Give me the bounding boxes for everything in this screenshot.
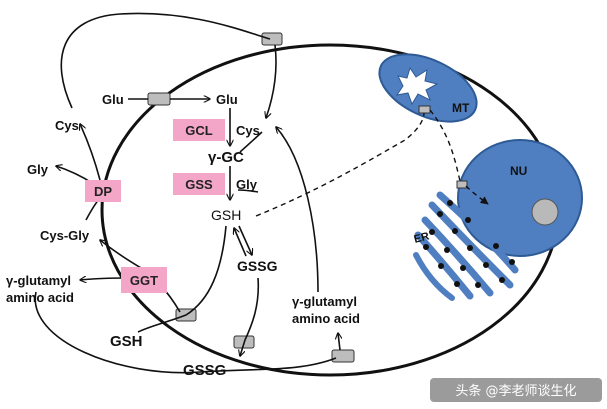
gamma-aa-inside-label-1: γ-glutamyl bbox=[292, 294, 357, 309]
transporter-mito bbox=[418, 105, 431, 114]
mitochondrion: MT bbox=[378, 53, 478, 123]
enzyme-ggt-label: GGT bbox=[130, 273, 158, 288]
mitochondrion-burst-icon bbox=[395, 66, 439, 106]
ribosome-dots bbox=[423, 200, 515, 288]
gamma-gc-label: γ-GC bbox=[208, 149, 244, 166]
enzyme-dp-label: DP bbox=[94, 184, 112, 199]
cys-outside-label: Cys bbox=[55, 118, 79, 133]
nucleus-label: NU bbox=[510, 164, 527, 178]
enzyme-dp-box: DP bbox=[85, 180, 121, 202]
gssg-inside-label: GSSG bbox=[237, 258, 278, 274]
glu-outside-label: Glu bbox=[102, 92, 124, 107]
enzyme-gcl-box: GCL bbox=[173, 119, 225, 141]
transporter-glu bbox=[147, 92, 171, 106]
enzyme-ggt-box: GGT bbox=[121, 267, 167, 293]
enzyme-gss-label: GSS bbox=[185, 177, 213, 192]
gamma-aa-outside-label-2: amino acid bbox=[6, 290, 74, 305]
nucleolus bbox=[531, 198, 559, 226]
glu-inside-label: Glu bbox=[216, 92, 238, 107]
gsh-inside-label: GSH bbox=[211, 207, 241, 223]
er-label: ER bbox=[413, 230, 431, 246]
endoplasmic-reticulum: ER bbox=[413, 191, 519, 301]
enzyme-gcl-label: GCL bbox=[185, 123, 213, 138]
nucleus: NU bbox=[457, 139, 583, 257]
transporter-nucleus bbox=[456, 180, 468, 189]
gamma-aa-inside-label-2: amino acid bbox=[292, 311, 360, 326]
transporter-cys-top bbox=[261, 32, 283, 46]
gssg-outside-label: GSSG bbox=[183, 362, 226, 379]
mitochondrion-label: MT bbox=[452, 101, 470, 115]
gly-inside-label: Gly bbox=[236, 177, 258, 192]
watermark: 头条 @李老师谈生化 bbox=[430, 378, 602, 402]
cys-inside-label: Cys bbox=[236, 123, 260, 138]
enzyme-gss-box: GSS bbox=[173, 173, 225, 195]
watermark-text: 头条 @李老师谈生化 bbox=[455, 383, 576, 399]
gamma-aa-outside-label-1: γ-glutamyl bbox=[6, 273, 71, 288]
gsh-outside-label: GSH bbox=[110, 333, 143, 350]
gly-outside-label: Gly bbox=[27, 162, 49, 177]
cys-gly-label: Cys-Gly bbox=[40, 228, 90, 243]
transporter-gamma-aa bbox=[331, 349, 355, 363]
